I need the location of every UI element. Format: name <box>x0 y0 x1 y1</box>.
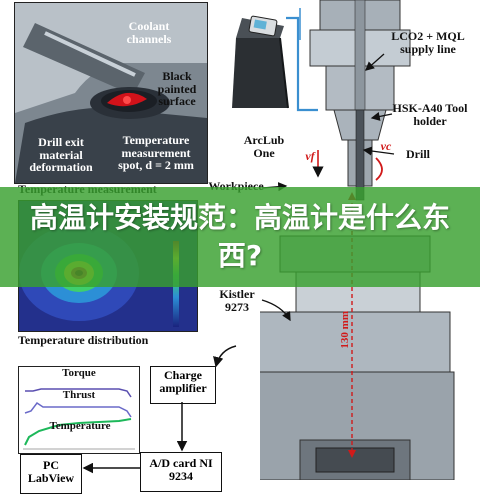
callout-coolant-channels: Coolant channels <box>126 19 172 46</box>
thermal-panel-caption: Temperature distribution <box>18 333 149 347</box>
arclub-device <box>232 15 289 109</box>
callout-lco2-mql: LCO2 + MQL supply line <box>391 29 465 56</box>
closeup-panel <box>14 2 208 184</box>
signal-curves <box>23 388 135 450</box>
torque-curve <box>25 388 132 398</box>
callout-arclub: ArcLub One <box>243 133 285 160</box>
charge-amplifier-box: Charge amplifier <box>150 366 216 404</box>
callout-vf: vf <box>305 149 315 163</box>
ad-card-label: A/D card NI 9234 <box>149 456 213 484</box>
closeup-illustration <box>15 3 207 183</box>
label-temperature: Temperature <box>49 420 111 432</box>
callout-black-painted-surface: Black painted surface <box>157 69 197 109</box>
ad-card-box: A/D card NI 9234 <box>140 452 222 492</box>
pc-label: PC LabView <box>27 458 75 486</box>
thrust-curve <box>24 401 132 418</box>
callout-drill-exit: Drill exit material deformation <box>29 135 93 175</box>
label-thrust: Thrust <box>62 389 96 401</box>
pc-box: PC LabView <box>20 454 82 494</box>
callout-vc: vc <box>380 139 392 153</box>
label-torque: Torque <box>62 367 96 379</box>
banner-title: 高温计安装规范：高温计是什么东西? <box>30 201 451 272</box>
title-banner: 高温计安装规范：高温计是什么东西? <box>0 187 480 287</box>
temperature-curve <box>24 418 132 446</box>
callout-dimension: 130 mm <box>339 310 352 349</box>
callout-drill: Drill <box>406 147 430 161</box>
signal-plot: Torque Thrust Temperature <box>18 366 140 454</box>
charge-amplifier-label: Charge amplifier <box>159 368 207 396</box>
callout-temp-spot: Temperature measurement spot, d = 2 mm <box>118 133 194 173</box>
callout-hsk-holder: HSK-A40 Tool holder <box>392 101 468 128</box>
callout-kistler: Kistler 9273 <box>219 287 255 314</box>
